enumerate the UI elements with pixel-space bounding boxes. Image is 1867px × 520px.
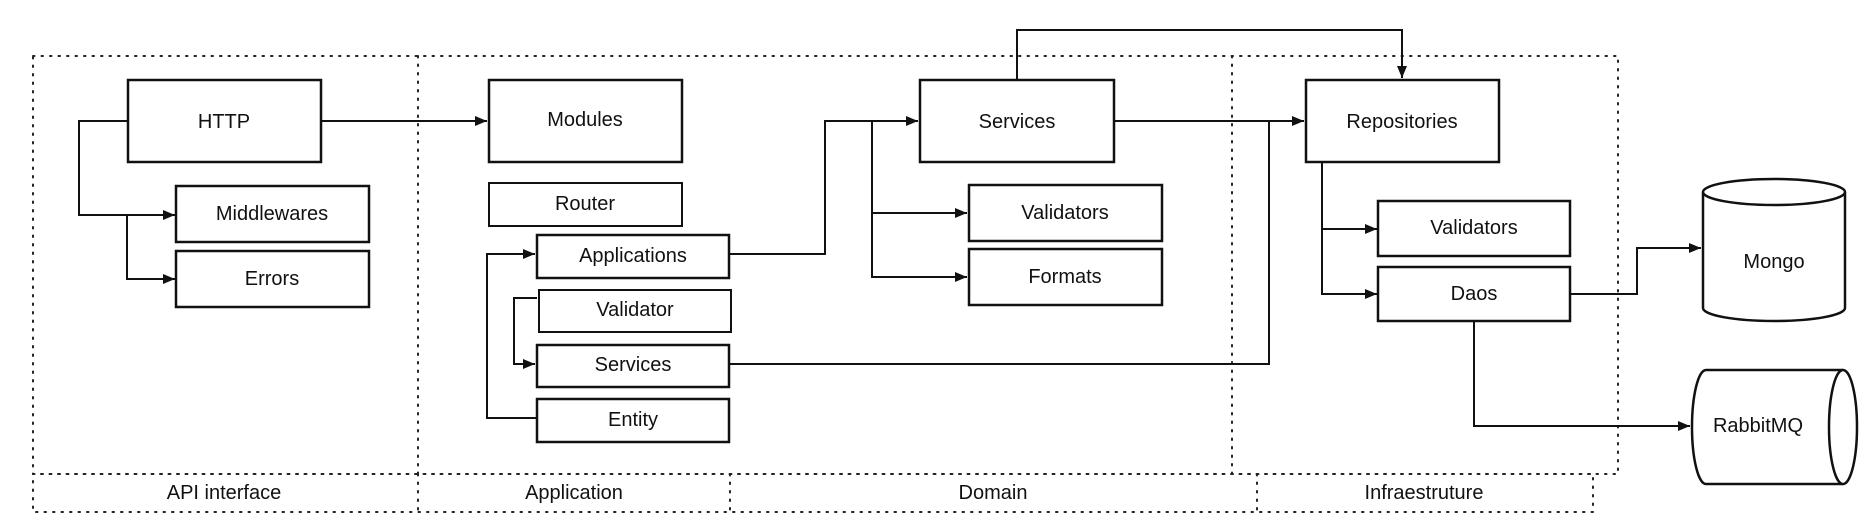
node-applications: Applications [535, 233, 731, 280]
arrow-repos-validators [1321, 162, 1377, 234]
zone-frames [32, 55, 1619, 513]
node-middlewares: Middlewares [174, 184, 371, 244]
node-repositories: Repositories [1304, 78, 1501, 164]
arrow-validator-services [513, 297, 537, 369]
arrow-services-top-repositories [1016, 29, 1407, 80]
zone-label-application: Application [525, 482, 623, 504]
node-domain-validators: Validators [967, 183, 1164, 243]
node-mongo-label: Mongo [1743, 251, 1804, 273]
node-rabbitmq-label: RabbitMQ [1713, 415, 1803, 437]
connectors [78, 29, 1701, 431]
node-infra-validators: Validators [1376, 199, 1572, 258]
node-modules-label: Modules [547, 109, 623, 131]
node-entity: Entity [535, 397, 731, 444]
node-middlewares-label: Middlewares [216, 203, 328, 225]
node-formats: Formats [967, 247, 1164, 307]
node-app-services: Services [535, 343, 731, 389]
node-formats-label: Formats [1028, 266, 1101, 288]
node-http-label: HTTP [198, 111, 250, 133]
node-daos-label: Daos [1451, 283, 1498, 305]
zone-label-infra: Infraestruture [1365, 482, 1484, 504]
arrow-entity-applications [486, 249, 536, 419]
node-entity-label: Entity [608, 409, 658, 431]
node-mongo: Mongo [1701, 177, 1847, 323]
node-infra-validators-label: Validators [1430, 217, 1517, 239]
node-applications-label: Applications [579, 245, 687, 267]
arrow-to-errors [126, 215, 175, 284]
node-app-services-label: Services [595, 354, 672, 376]
arrow-daos-mongo [1570, 243, 1701, 295]
line-app-services-repositories [729, 121, 1270, 365]
zone-label-domain: Domain [959, 482, 1028, 504]
node-validator-label: Validator [596, 299, 674, 321]
line-http-left [78, 120, 128, 216]
arrow-repos-daos [1321, 229, 1377, 299]
node-modules: Modules [487, 78, 684, 164]
node-domain-services: Services [918, 78, 1116, 164]
node-validator: Validator [538, 289, 732, 333]
node-domain-services-label: Services [979, 111, 1056, 133]
node-router: Router [488, 182, 683, 227]
node-errors: Errors [174, 249, 371, 309]
node-rabbitmq: RabbitMQ [1690, 368, 1859, 486]
node-http: HTTP [126, 78, 323, 164]
arrow-applications-services [728, 116, 918, 255]
node-router-label: Router [555, 193, 615, 215]
node-daos: Daos [1376, 265, 1572, 323]
node-errors-label: Errors [245, 268, 299, 290]
arrow-daos-rabbitmq [1473, 321, 1690, 431]
node-domain-validators-label: Validators [1021, 202, 1108, 224]
arrow-to-formats [871, 213, 967, 282]
node-repositories-label: Repositories [1346, 111, 1457, 133]
zone-label-api: API interface [167, 482, 282, 504]
